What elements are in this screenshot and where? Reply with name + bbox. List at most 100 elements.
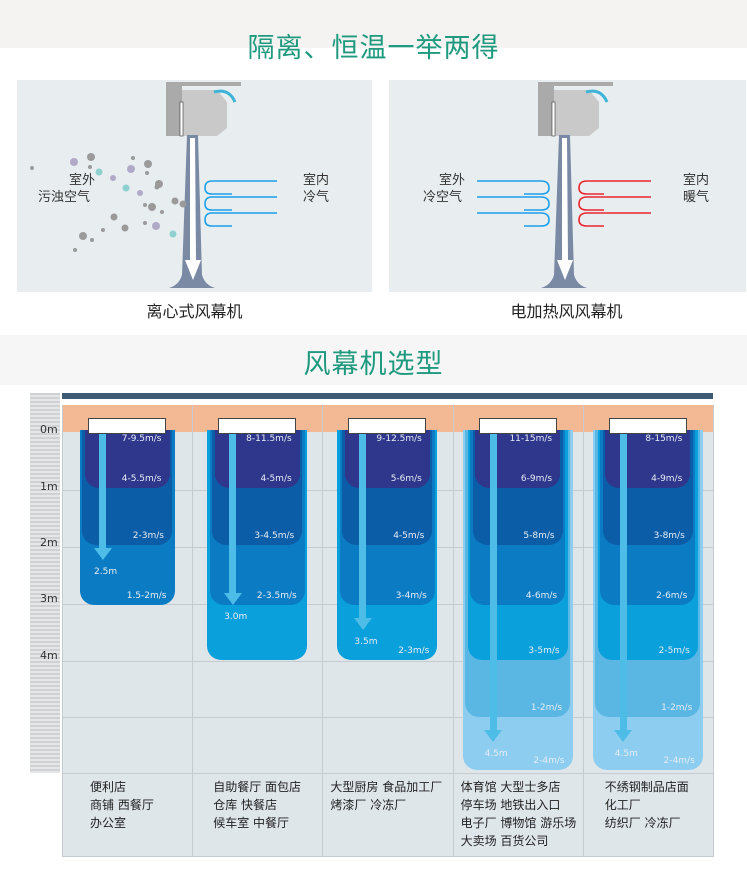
application-item: 便利店 [90, 780, 127, 794]
application-list: 体育馆 大型士多店停车场 地铁出入口电子厂 博物馆 游乐场大卖场 百货公司 [461, 778, 577, 850]
reach-label: 2.5m [94, 567, 118, 577]
selection-title: 风幕机选型 [303, 349, 444, 380]
caption-centrifugal: 离心式风幕机 [146, 302, 243, 321]
speed-label: 4-5m/s [260, 474, 292, 484]
centrifugal-air-curtain-illustration [30, 82, 277, 288]
ruler-label: 2m [40, 536, 58, 549]
speed-label: 11-15m/s [509, 434, 553, 444]
panel-electric-heat: 室外 冷空气 室内 暖气 [389, 80, 746, 292]
caption-electric-heat: 电加热风风幕机 [510, 302, 623, 321]
air-curtain-unit [348, 418, 427, 434]
airflow-band [214, 430, 300, 488]
page-title: 隔离、恒温一举两得 [247, 33, 500, 64]
panel-centrifugal: 室外 污浊空气 室内 冷气 [17, 80, 372, 292]
column-divider [713, 405, 714, 857]
application-row [62, 773, 713, 857]
airflow-arrow [229, 434, 237, 593]
arrow-head [614, 730, 633, 742]
application-item: 大型厨房 食品加工厂 [330, 780, 443, 794]
chart-top-bar [62, 393, 713, 399]
speed-label: 8-11.5m/s [246, 434, 292, 444]
application-item: 办公室 [90, 816, 127, 830]
cool-air-label: 冷气 [303, 190, 330, 205]
outdoor-label: 室外 [438, 173, 465, 188]
dirty-air-label: 污浊空气 [38, 190, 91, 205]
column-divider [583, 405, 584, 857]
speed-label: 1-2m/s [661, 703, 693, 713]
application-item: 纺织厂 冷冻厂 [604, 816, 681, 830]
speed-label: 3-5m/s [528, 646, 560, 656]
application-list: 大型厨房 食品加工厂烤漆厂 冷冻厂 [330, 778, 442, 814]
application-item: 仓库 快餐店 [213, 798, 278, 812]
ruler-label: 3m [40, 592, 58, 605]
airflow-arrow [619, 434, 627, 730]
speed-label: 7-9.5m/s [121, 434, 162, 444]
speed-label: 5-6m/s [390, 474, 422, 484]
speed-label: 2-3m/s [132, 531, 164, 541]
speed-label: 5-8m/s [523, 531, 555, 541]
speed-label: 9-12.5m/s [376, 434, 422, 444]
speed-label: 4-6m/s [525, 591, 558, 601]
ruler-label: 0m [40, 423, 58, 436]
airflow-arrow [489, 434, 497, 730]
application-item: 电子厂 博物馆 游乐场 [460, 816, 577, 830]
air-curtain-unit [478, 418, 557, 434]
arrow-head [484, 730, 503, 742]
speed-label: 1-2m/s [530, 703, 563, 713]
grid-line [62, 717, 713, 718]
speed-label: 6-9m/s [520, 474, 553, 484]
warm-air-label: 暖气 [683, 190, 710, 205]
application-item: 化工厂 [604, 798, 641, 812]
application-item: 自助餐厅 面包店 [213, 780, 302, 794]
application-list: 自助餐厅 面包店仓库 快餐店候车室 中餐厅 [213, 778, 301, 832]
reach-label: 3.5m [354, 637, 378, 647]
airflow-arrow [359, 434, 367, 618]
air-curtain-unit [218, 418, 297, 434]
arrow-head [223, 593, 242, 605]
reach-label: 4.5m [614, 749, 638, 759]
application-item: 不绣钢制品店面 [604, 780, 689, 794]
arrow-head [353, 618, 372, 630]
air-curtain-unit [88, 418, 166, 434]
speed-label: 4-9m/s [651, 474, 683, 484]
header-background [0, 0, 747, 48]
ruler-label: 4m [40, 649, 58, 662]
application-item: 烤漆厂 冷冻厂 [330, 798, 407, 812]
speed-label: 3-4.5m/s [254, 531, 295, 541]
electric-heat-air-curtain-illustration [477, 82, 651, 288]
grid-line [62, 661, 713, 662]
indoor-label: 室内 [683, 173, 710, 188]
application-item: 停车场 地铁出入口 [460, 798, 561, 812]
arrow-head [93, 548, 112, 560]
air-curtain-unit [608, 418, 687, 434]
speed-label: 2-3m/s [398, 646, 430, 656]
airflow-band [605, 430, 691, 488]
speed-label: 1.5-2m/s [126, 591, 167, 601]
reach-label: 4.5m [484, 749, 508, 759]
speed-label: 2-4m/s [663, 756, 695, 766]
cold-air-label: 冷空气 [423, 190, 463, 205]
speed-label: 8-15m/s [645, 434, 683, 444]
grid-line [62, 773, 713, 774]
speed-label: 3-8m/s [653, 531, 685, 541]
application-list: 不绣钢制品店面化工厂纺织厂 冷冻厂 [605, 778, 689, 832]
column-divider [62, 405, 63, 857]
application-item: 体育馆 大型士多店 [460, 780, 561, 794]
speed-label: 2-3.5m/s [256, 591, 297, 601]
application-item: 商铺 西餐厅 [90, 798, 154, 812]
speed-label: 2-4m/s [533, 756, 565, 766]
airflow-band [84, 430, 170, 488]
speed-label: 3-4m/s [395, 591, 427, 601]
column-divider [192, 405, 193, 857]
ruler-label: 1m [40, 480, 58, 493]
application-item: 大卖场 百货公司 [460, 834, 549, 848]
airflow-arrow [99, 434, 106, 548]
column-divider [453, 405, 454, 857]
height-ruler [30, 393, 60, 773]
application-list: 便利店商铺 西餐厅办公室 [90, 778, 154, 832]
outdoor-label: 室外 [69, 173, 96, 188]
airflow-band [344, 430, 430, 488]
column-divider [322, 405, 323, 857]
speed-label: 2-5m/s [658, 646, 690, 656]
indoor-label: 室内 [303, 173, 330, 188]
